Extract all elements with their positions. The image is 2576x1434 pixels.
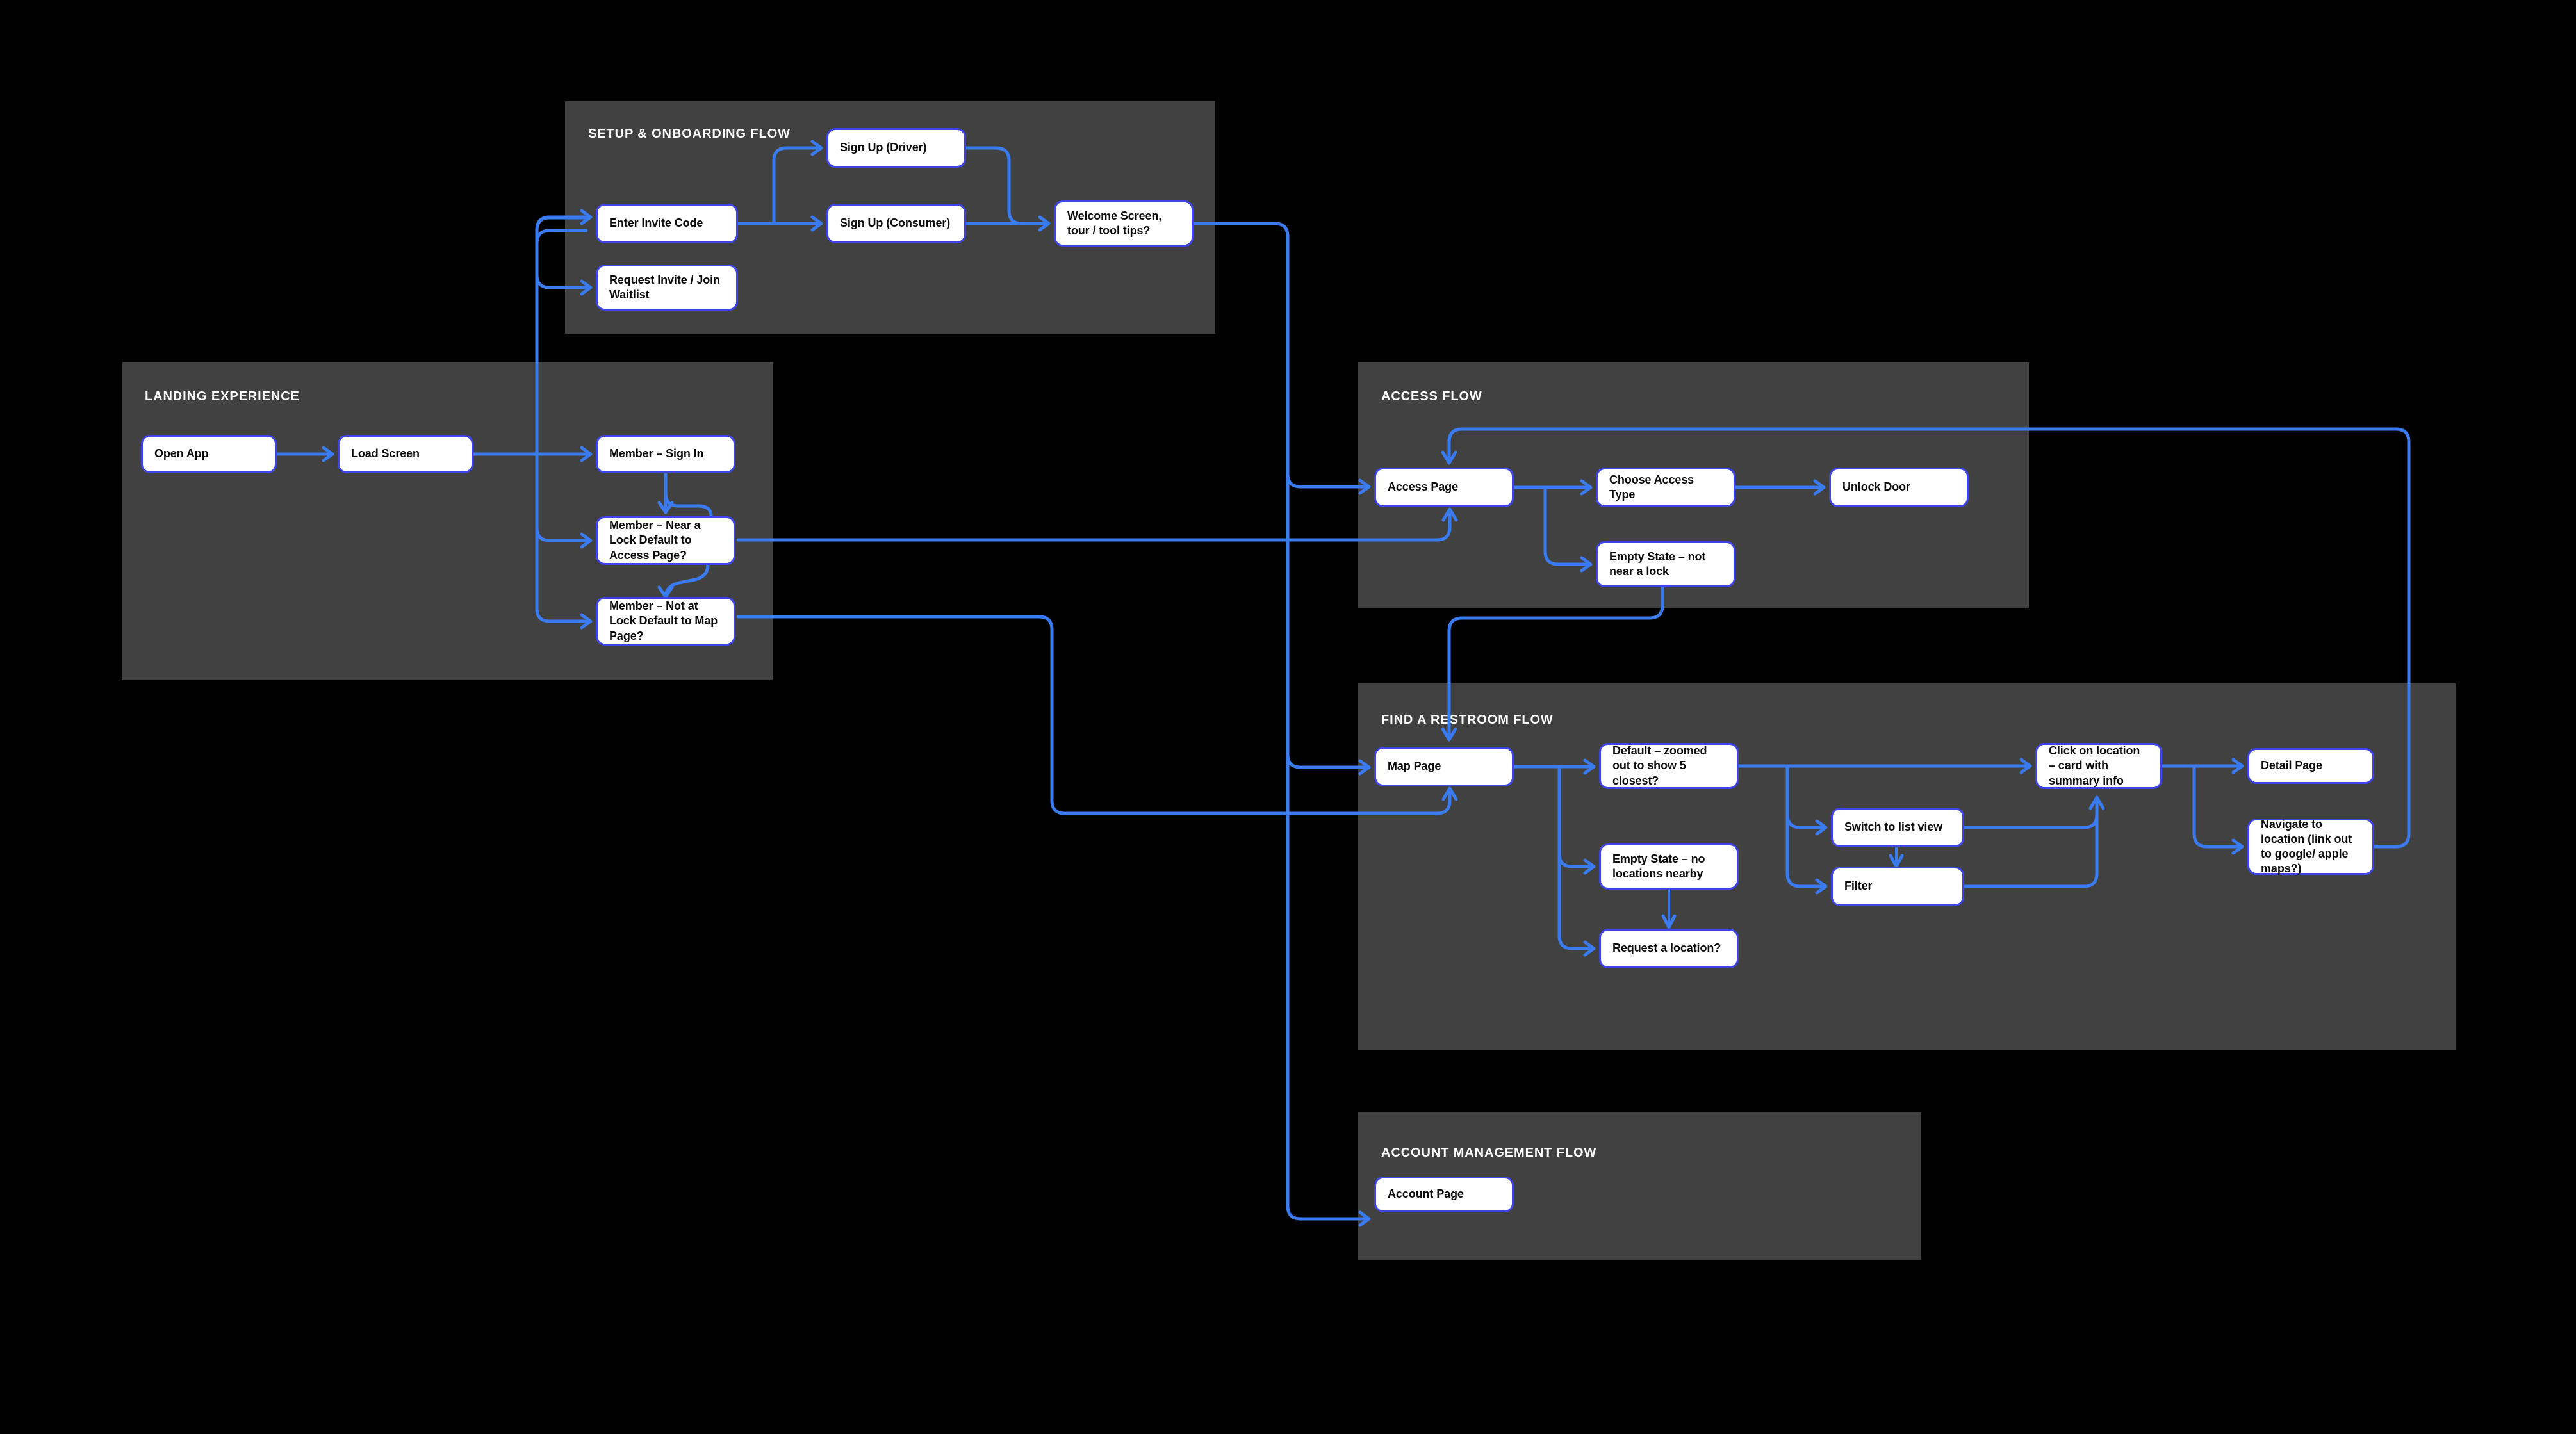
- node-label: Choose Access Type: [1609, 473, 1694, 501]
- node-label: Open App: [154, 447, 209, 460]
- node-choose-access-type[interactable]: Choose Access Type: [1596, 468, 1735, 507]
- node-label: Request Invite / Join Waitlist: [609, 273, 720, 301]
- node-detail-page[interactable]: Detail Page: [2247, 748, 2374, 784]
- node-label: Member – Near a Lock Default to Access P…: [609, 519, 701, 562]
- node-label: Filter: [1844, 879, 1873, 893]
- node-label: Sign Up (Consumer): [840, 216, 951, 230]
- node-label: Member – Sign In: [609, 447, 704, 460]
- node-request-a-location[interactable]: Request a location?: [1599, 929, 1739, 968]
- node-empty-state-not-near-a-lock[interactable]: Empty State – not near a lock: [1596, 541, 1735, 587]
- wire-trunk-corner-a: [535, 215, 552, 239]
- node-label: Empty State – not near a lock: [1609, 550, 1706, 578]
- node-load-screen[interactable]: Load Screen: [338, 435, 473, 473]
- panel-title-account-management-flow: ACCOUNT MANAGEMENT FLOW: [1381, 1146, 1597, 1160]
- node-label: Sign Up (Driver): [840, 141, 927, 154]
- panel-title-find-a-restroom-flow: FIND A RESTROOM FLOW: [1381, 713, 1554, 727]
- wire-welcome-main-trunk: [1192, 222, 1366, 1221]
- panel-title-setup-onboarding-flow: SETUP & ONBOARDING FLOW: [588, 127, 791, 141]
- node-open-app[interactable]: Open App: [141, 435, 277, 473]
- node-request-invite-join-waitlist[interactable]: Request Invite / Join Waitlist: [596, 265, 738, 311]
- node-member-near-a-lock[interactable]: Member – Near a Lock Default to Access P…: [596, 516, 735, 565]
- node-member-sign-in[interactable]: Member – Sign In: [596, 435, 735, 473]
- node-empty-state-no-locations[interactable]: Empty State – no locations nearby: [1599, 843, 1739, 890]
- node-label: Enter Invite Code: [609, 216, 703, 230]
- node-navigate-to-location[interactable]: Navigate to location (link out to google…: [2247, 817, 2374, 876]
- node-label: Welcome Screen, tour / tool tips?: [1067, 209, 1162, 237]
- node-label: Request a location?: [1612, 941, 1721, 955]
- wire-trunk-to-map-page: [1286, 753, 1366, 769]
- node-access-page[interactable]: Access Page: [1374, 468, 1514, 507]
- node-label: Switch to list view: [1844, 820, 1943, 834]
- node-label: Load Screen: [351, 447, 420, 460]
- node-label: Member – Not at Lock Default to Map Page…: [609, 599, 718, 642]
- node-member-not-at-lock[interactable]: Member – Not at Lock Default to Map Page…: [596, 597, 735, 646]
- node-welcome-screen[interactable]: Welcome Screen, tour / tool tips?: [1054, 200, 1194, 247]
- node-label: Click on location – card with summary in…: [2049, 744, 2140, 787]
- wire-not-at-lock-to-map-page: [736, 615, 1452, 815]
- node-default-zoomed-out[interactable]: Default – zoomed out to show 5 closest?: [1599, 743, 1739, 789]
- node-sign-up-consumer[interactable]: Sign Up (Consumer): [826, 204, 966, 243]
- node-label: Detail Page: [2261, 759, 2322, 772]
- node-label: Unlock Door: [1842, 480, 1910, 494]
- node-sign-up-driver[interactable]: Sign Up (Driver): [826, 128, 966, 168]
- panel-title-access-flow: ACCESS FLOW: [1381, 389, 1482, 403]
- node-label: Default – zoomed out to show 5 closest?: [1612, 744, 1707, 787]
- node-filter[interactable]: Filter: [1831, 867, 1964, 906]
- node-account-page[interactable]: Account Page: [1374, 1177, 1514, 1212]
- node-label: Navigate to location (link out to google…: [2261, 817, 2352, 876]
- node-switch-to-list-view[interactable]: Switch to list view: [1831, 808, 1964, 847]
- node-enter-invite-code[interactable]: Enter Invite Code: [596, 204, 738, 243]
- node-label: Empty State – no locations nearby: [1612, 852, 1705, 880]
- wire-near-lock-to-access-page: [736, 510, 1452, 542]
- panel-title-landing-experience: LANDING EXPERIENCE: [145, 389, 300, 403]
- node-label: Access Page: [1388, 480, 1458, 494]
- node-label: Map Page: [1388, 760, 1441, 773]
- node-click-on-location-card[interactable]: Click on location – card with summary in…: [2035, 743, 2162, 789]
- node-map-page[interactable]: Map Page: [1374, 747, 1514, 786]
- node-label: Account Page: [1388, 1187, 1464, 1201]
- wire-trunk-to-access-page: [1286, 472, 1366, 489]
- node-unlock-door[interactable]: Unlock Door: [1829, 468, 1969, 507]
